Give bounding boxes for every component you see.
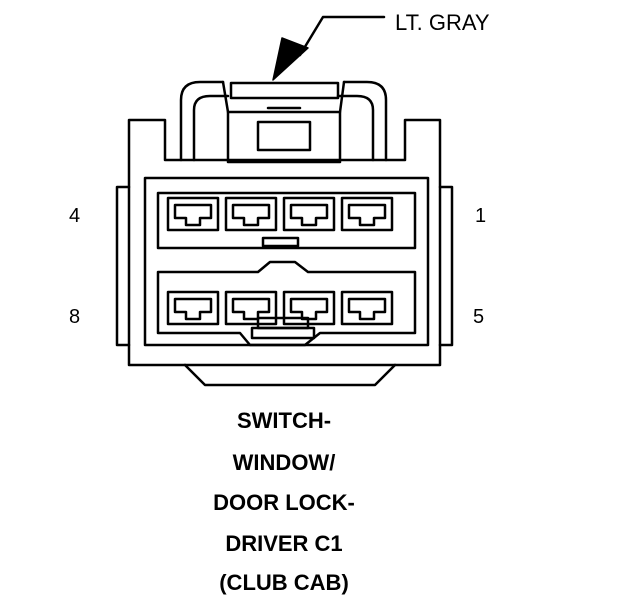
pin-label-5: 5 [473,306,484,328]
title-line: SWITCH- [237,408,331,433]
connector-housing [115,118,454,387]
title-line: DOOR LOCK- [213,490,355,515]
terminal-cavity-3 [224,196,278,232]
terminal-cavity-7 [224,290,278,326]
terminal-cavity-4 [166,196,220,232]
terminal-cavity-1 [340,196,394,232]
terminal-cavity-2 [282,196,336,232]
title-line: DRIVER C1 [225,531,342,556]
connector-latch [179,80,388,164]
pin-label-1: 1 [475,205,486,227]
connector-color-label: LT. GRAY [395,10,490,35]
pin-label-8: 8 [69,306,80,328]
pin-label-4: 4 [69,205,80,227]
title-line: (CLUB CAB) [219,570,349,595]
terminal-cavity-5 [340,290,394,326]
terminal-cavity-6 [282,290,336,326]
title-line: WINDOW/ [233,450,336,475]
terminal-cavity-8 [166,290,220,326]
color-callout-leader [272,15,386,81]
